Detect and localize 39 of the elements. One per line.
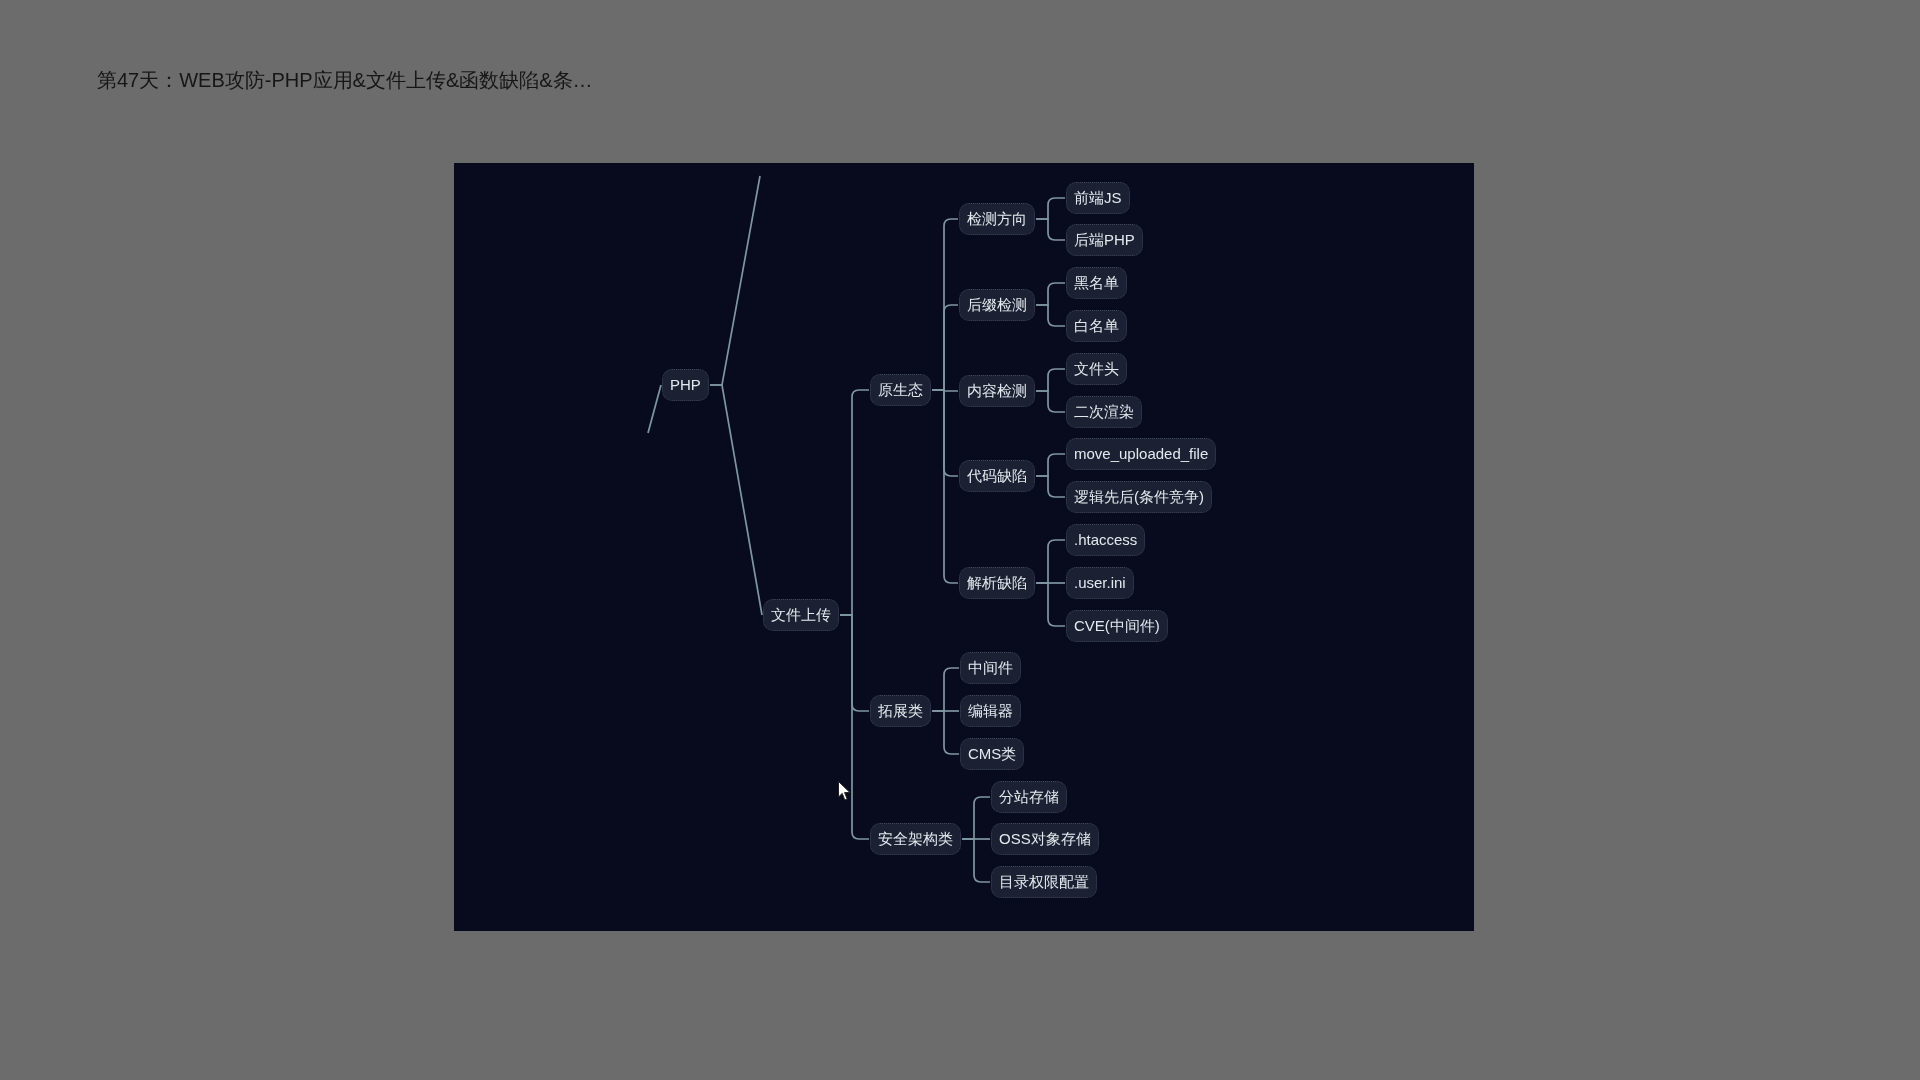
topic-box: 编辑器 (960, 695, 1021, 727)
topic-box: .user.ini (1066, 567, 1134, 599)
topic-box: CVE(中间件) (1066, 610, 1168, 642)
topic-box: PHP (662, 369, 709, 401)
topic-box: 文件头 (1066, 353, 1127, 385)
connector-line (1035, 475, 1066, 498)
topic-box: 原生态 (870, 374, 931, 406)
topic-box: 二次渲染 (1066, 396, 1142, 428)
connector-line (1035, 582, 1066, 627)
connector-line (647, 384, 662, 434)
connector-line (1035, 218, 1066, 241)
topic-box: 内容检测 (959, 375, 1035, 407)
topic-box: move_uploaded_file (1066, 438, 1217, 470)
topic-box: 拓展类 (870, 695, 931, 727)
topic-box: 解析缺陷 (959, 567, 1035, 599)
topic-box: 逻辑先后(条件竞争) (1066, 481, 1212, 513)
connector-line (931, 710, 960, 755)
connector-line (709, 384, 763, 616)
topic-box: OSS对象存储 (991, 823, 1099, 855)
topic-box: 目录权限配置 (991, 866, 1097, 898)
connector-line (839, 614, 870, 840)
connector-line (1035, 390, 1066, 413)
topic-box: CMS类 (960, 738, 1025, 770)
topic-box: 白名单 (1066, 310, 1127, 342)
document-title: 第47天：WEB攻防-PHP应用&文件上传&函数缺陷&条… (97, 68, 593, 93)
topic-box: 中间件 (960, 652, 1021, 684)
topic-box: 文件上传 (763, 599, 839, 631)
topic-box: 后缀检测 (959, 289, 1035, 321)
connector-line (961, 838, 991, 883)
topic-box: 检测方向 (959, 203, 1035, 235)
topic-box: 安全架构类 (870, 823, 961, 855)
connector-line (1035, 304, 1066, 327)
connector-line (931, 389, 959, 584)
topic-box: 代码缺陷 (959, 460, 1035, 492)
topic-box: 黑名单 (1066, 267, 1127, 299)
topic-box: 后端PHP (1066, 224, 1143, 256)
topic-box: .htaccess (1066, 524, 1146, 556)
topic-box: 前端JS (1066, 182, 1130, 214)
topic-box: 分站存储 (991, 781, 1067, 813)
